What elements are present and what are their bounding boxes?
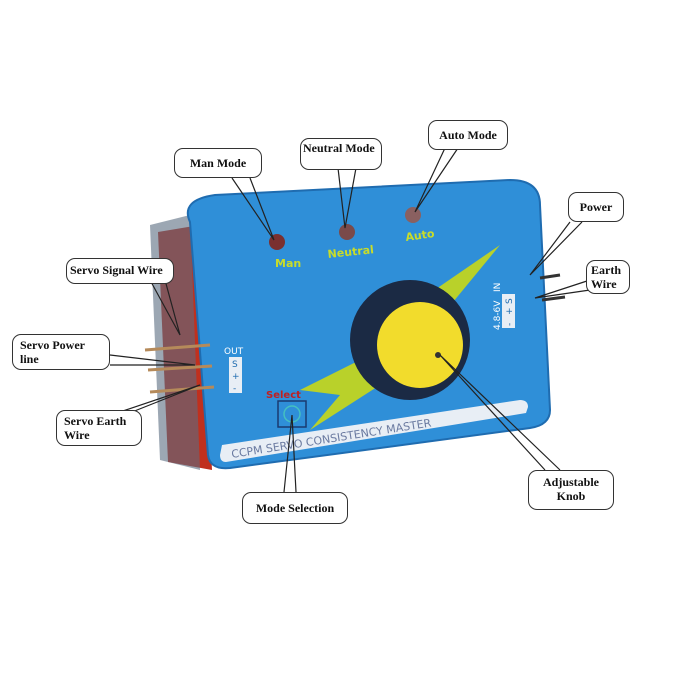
callout-servo-earth-wire: Servo Earth Wire <box>56 410 142 446</box>
callout-servo-signal-wire: Servo Signal Wire <box>66 258 174 284</box>
in-pin-minus: - <box>505 323 515 326</box>
out-pin-legend <box>229 357 242 393</box>
in-pin-legend <box>502 294 515 328</box>
select-label: Select <box>266 390 301 401</box>
out-pin-plus: + <box>232 372 240 382</box>
callout-servo-power-line: Servo Power line <box>12 334 110 370</box>
out-pin-minus: - <box>233 384 236 394</box>
callout-pointers <box>109 147 591 493</box>
in-pin-plus: + <box>505 307 515 315</box>
callout-mode-selection: Mode Selection <box>242 492 348 524</box>
led-neutral-label: Neutral <box>327 243 374 261</box>
in-pin-s: S <box>505 298 515 304</box>
out-pin-s: S <box>232 360 238 370</box>
callout-man-mode: Man Mode <box>174 148 262 178</box>
led-neutral <box>339 224 355 240</box>
voltage-label: 4.8-6V <box>493 300 503 330</box>
led-man-label: Man <box>275 257 301 270</box>
input-pins <box>539 273 566 302</box>
callout-power: Power <box>568 192 624 222</box>
output-pins <box>144 343 215 394</box>
led-auto-label: Auto <box>405 227 436 244</box>
select-button-frame <box>277 400 307 428</box>
led-auto <box>405 207 421 223</box>
callout-adjustable-knob: Adjustable Knob <box>528 470 614 510</box>
callout-earth-wire: Earth Wire <box>586 260 630 294</box>
callout-auto-mode: Auto Mode <box>428 120 508 150</box>
knob-cap <box>377 302 463 388</box>
knob-center <box>435 352 441 358</box>
lightning-graphic <box>300 245 500 430</box>
callout-neutral-mode: Neutral Mode <box>300 138 382 170</box>
in-label: IN <box>493 283 503 292</box>
brand-strip <box>220 400 528 462</box>
out-label: OUT <box>224 347 244 357</box>
